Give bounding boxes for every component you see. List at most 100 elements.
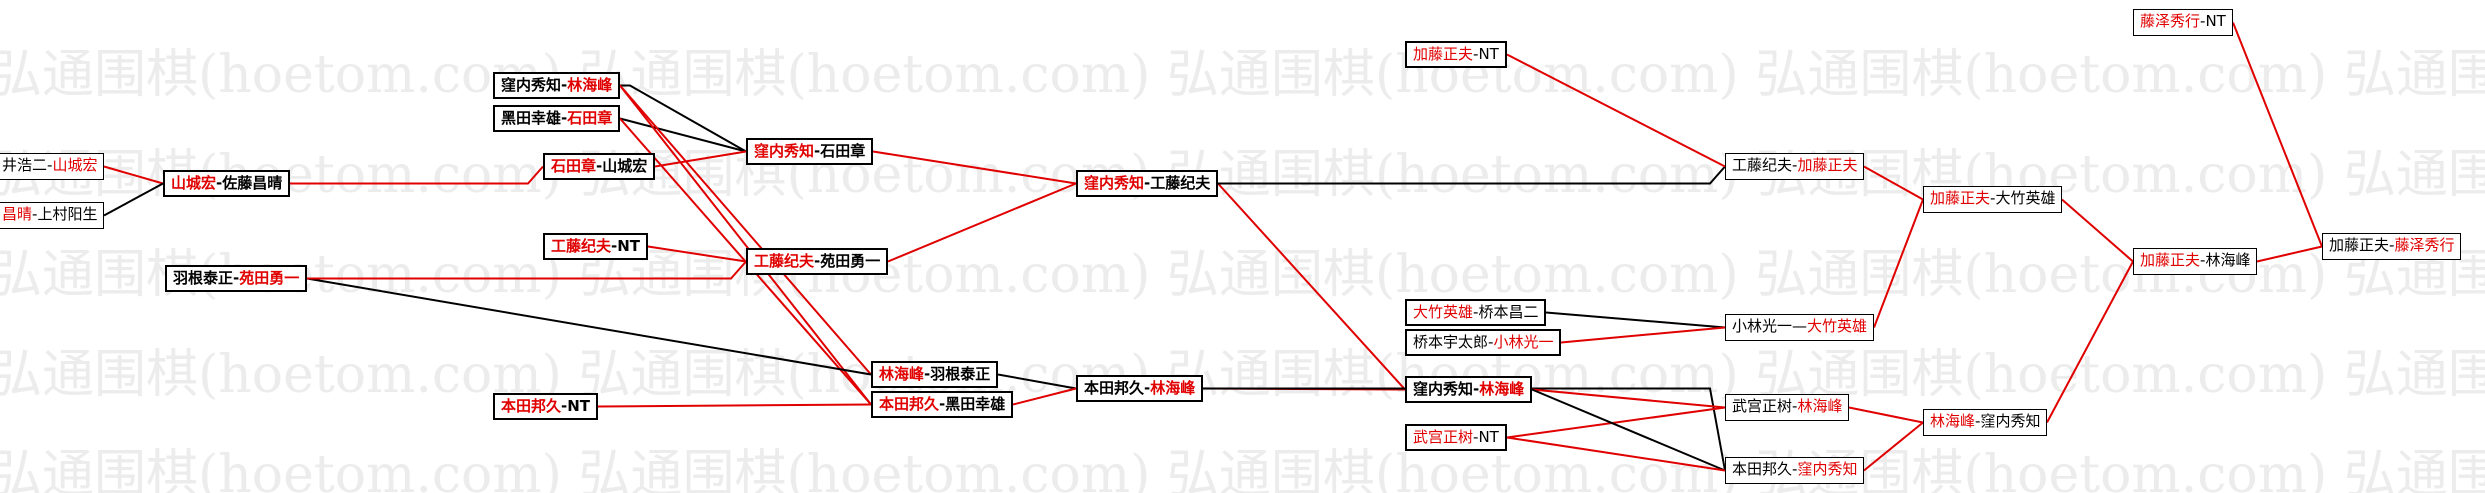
- connector-line: [103, 165, 164, 185]
- player-right: NT: [567, 397, 591, 415]
- player-right: 加藤正夫: [1797, 156, 1858, 174]
- connector-line: [307, 260, 747, 280]
- connector-line: [1863, 165, 1924, 201]
- match-box[interactable]: 工藤纪夫-苑田勇一: [746, 248, 889, 275]
- score-separator: -: [1792, 460, 1798, 478]
- connector-line: [2232, 22, 2323, 247]
- player-left: 本田邦久: [1084, 379, 1145, 397]
- connector-line: [103, 182, 164, 217]
- player-right: NT: [2205, 12, 2226, 30]
- match-box[interactable]: 昌晴-上村阳生: [0, 202, 105, 229]
- match-box[interactable]: 黑田幸雄-石田章: [493, 105, 621, 132]
- score-separator: -: [1473, 380, 1480, 398]
- player-left: 羽根泰正: [173, 269, 234, 287]
- score-separator: -: [596, 157, 603, 175]
- match-box[interactable]: 桥本宇太郎-小林光一: [1405, 329, 1562, 356]
- match-box[interactable]: 本田邦久-黑田幸雄: [871, 391, 1014, 418]
- player-right: 上村阳生: [37, 205, 98, 223]
- match-box[interactable]: 山城宏-佐藤昌晴: [163, 170, 291, 197]
- score-separator: -: [561, 76, 568, 94]
- match-box[interactable]: 本田邦久-NT: [493, 393, 599, 420]
- player-left: 林海峰: [879, 365, 925, 383]
- player-left: 藤泽秀行: [2140, 12, 2201, 30]
- player-right: 山城宏: [52, 156, 98, 174]
- match-box[interactable]: 大竹英雄-桥本昌二: [1405, 299, 1547, 326]
- connector-line: [1848, 406, 1924, 424]
- connector-line: [654, 150, 747, 168]
- match-box[interactable]: 工藤纪夫-NT: [543, 233, 649, 260]
- match-box[interactable]: 石田章-山城宏: [543, 153, 656, 180]
- match-box[interactable]: 窪内秀知-工藤纪夫: [1076, 170, 1219, 197]
- player-left: 加藤正夫: [1930, 189, 1991, 207]
- match-box[interactable]: 窪内秀知-林海峰: [1405, 376, 1533, 403]
- connector-line: [1531, 388, 1726, 472]
- player-left: 山城宏: [171, 174, 217, 192]
- connector-line: [306, 277, 872, 376]
- connector-line: [1506, 53, 1726, 168]
- match-box[interactable]: 本田邦久-林海峰: [1076, 375, 1204, 402]
- match-box[interactable]: 林海峰-窪内秀知: [1923, 409, 2048, 436]
- player-left: 大竹英雄: [1413, 303, 1474, 321]
- match-box[interactable]: 武宫正树-NT: [1405, 424, 1507, 451]
- match-box[interactable]: 加藤正夫-林海峰: [2133, 248, 2258, 275]
- player-left: 本田邦久: [501, 397, 562, 415]
- score-separator: -: [1792, 156, 1798, 174]
- score-separator: -: [924, 365, 931, 383]
- player-left: 桥本宇太郎: [1413, 333, 1489, 351]
- player-right: 工藤纪夫: [1150, 174, 1211, 192]
- match-box[interactable]: 井浩二-山城宏: [0, 153, 105, 180]
- match-box[interactable]: 藤泽秀行-NT: [2133, 9, 2233, 36]
- match-box[interactable]: 加藤正夫-NT: [1405, 41, 1507, 68]
- player-right: NT: [1478, 428, 1499, 446]
- match-box[interactable]: 林海峰-羽根泰正: [871, 361, 999, 388]
- player-left: 武宫正树: [1413, 428, 1474, 446]
- connector-line: [2061, 198, 2134, 263]
- final-match-box[interactable]: 加藤正夫-藤泽秀行: [2322, 233, 2462, 260]
- player-left: 林海峰: [1930, 412, 1976, 430]
- match-box[interactable]: 武宫正树-林海峰: [1725, 394, 1850, 421]
- match-box[interactable]: 窪内秀知-石田章: [746, 138, 874, 165]
- player-right: 窪内秀知: [1980, 412, 2041, 430]
- player-right: 苑田勇一: [820, 252, 881, 270]
- score-separator: -: [2389, 236, 2395, 254]
- player-left: 本田邦久: [1732, 460, 1793, 478]
- connector-line: [1560, 326, 1726, 344]
- player-left: 窪内秀知: [754, 142, 815, 160]
- player-left: 本田邦久: [879, 395, 940, 413]
- score-separator: -: [47, 156, 53, 174]
- connector-line: [1873, 199, 1924, 328]
- match-box[interactable]: 窪内秀知-林海峰: [493, 72, 621, 99]
- score-separator: -: [1144, 379, 1151, 397]
- match-box[interactable]: 羽根泰正-苑田勇一: [165, 265, 308, 292]
- connector-line: [2256, 245, 2323, 263]
- player-right: 林海峰: [2205, 251, 2251, 269]
- player-left: 工藤纪夫: [1732, 156, 1793, 174]
- score-separator: -: [1488, 333, 1494, 351]
- match-box[interactable]: 本田邦久-窪内秀知: [1725, 457, 1865, 484]
- player-right: 苑田勇一: [239, 269, 300, 287]
- player-right: 大竹英雄: [1807, 317, 1868, 335]
- score-separator: -: [561, 397, 568, 415]
- connector-line: [997, 373, 1077, 390]
- connector-line: [290, 165, 544, 185]
- connector-line: [620, 84, 747, 153]
- player-left: 工藤纪夫: [551, 237, 612, 255]
- player-left: 加藤正夫: [1413, 45, 1474, 63]
- connector-line: [887, 182, 1077, 263]
- player-right: 小林光一: [1493, 333, 1554, 351]
- match-box[interactable]: 工藤纪夫-加藤正夫: [1725, 153, 1865, 180]
- connector-line: [619, 117, 747, 153]
- player-left: 黑田幸雄: [501, 109, 562, 127]
- score-separator: -: [216, 174, 223, 192]
- player-right: 藤泽秀行: [2394, 236, 2455, 254]
- score-separator: -: [814, 142, 821, 160]
- match-box[interactable]: 小林光一—大竹英雄: [1725, 314, 1875, 341]
- player-left: 井浩二: [2, 156, 48, 174]
- score-separator: -: [1473, 428, 1479, 446]
- connector-line: [597, 403, 872, 408]
- match-box[interactable]: 加藤正夫-大竹英雄: [1923, 186, 2063, 213]
- score-separator: -: [1473, 45, 1479, 63]
- score-separator: -: [2200, 12, 2206, 30]
- connector-line: [1203, 387, 1726, 471]
- score-separator: -: [814, 252, 821, 270]
